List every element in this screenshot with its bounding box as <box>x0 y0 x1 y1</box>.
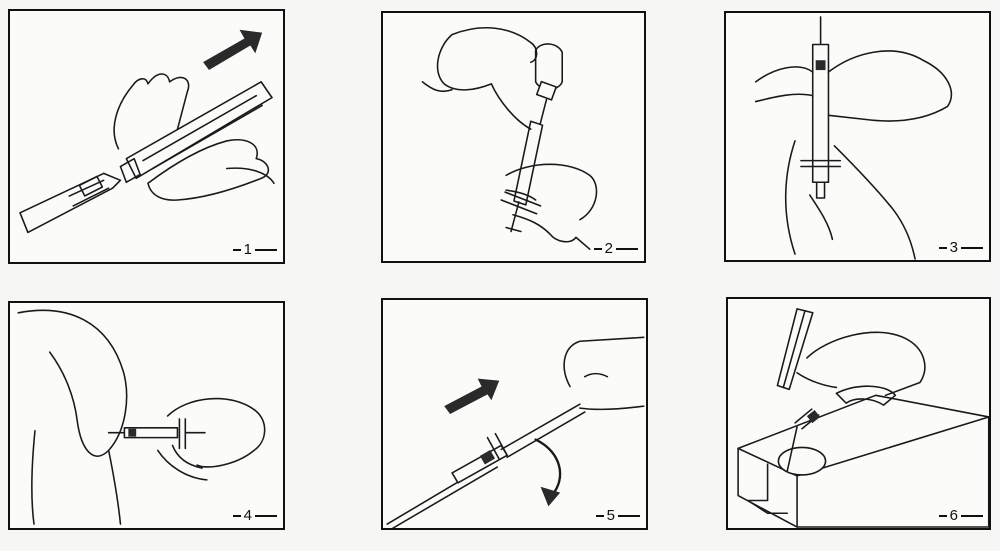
step-number-label: 2 <box>591 241 638 256</box>
step-2-illustration <box>421 26 598 250</box>
rotate-arrow-icon <box>534 438 562 496</box>
step-6-illustration <box>737 308 989 528</box>
step-2-panel: 2 <box>381 11 646 263</box>
step-4-panel: 4 <box>8 301 285 530</box>
step-1-panel: 1 <box>8 9 285 264</box>
step-5-panel: 5 <box>381 298 648 530</box>
step-number-label: 1 <box>230 242 277 257</box>
step-number-label: 3 <box>936 240 983 255</box>
step-number-label: 6 <box>936 508 983 523</box>
step-3-panel: 3 <box>724 11 991 262</box>
step-4-illustration <box>17 309 266 525</box>
step-number-label: 5 <box>593 508 640 523</box>
step-5-illustration <box>386 336 645 528</box>
step-1-illustration <box>19 29 275 234</box>
direction-arrow-icon <box>203 29 263 71</box>
step-6-panel: 6 <box>726 297 991 530</box>
step-number-label: 4 <box>230 508 277 523</box>
step-3-illustration <box>754 16 953 260</box>
direction-arrow-icon <box>444 378 500 414</box>
